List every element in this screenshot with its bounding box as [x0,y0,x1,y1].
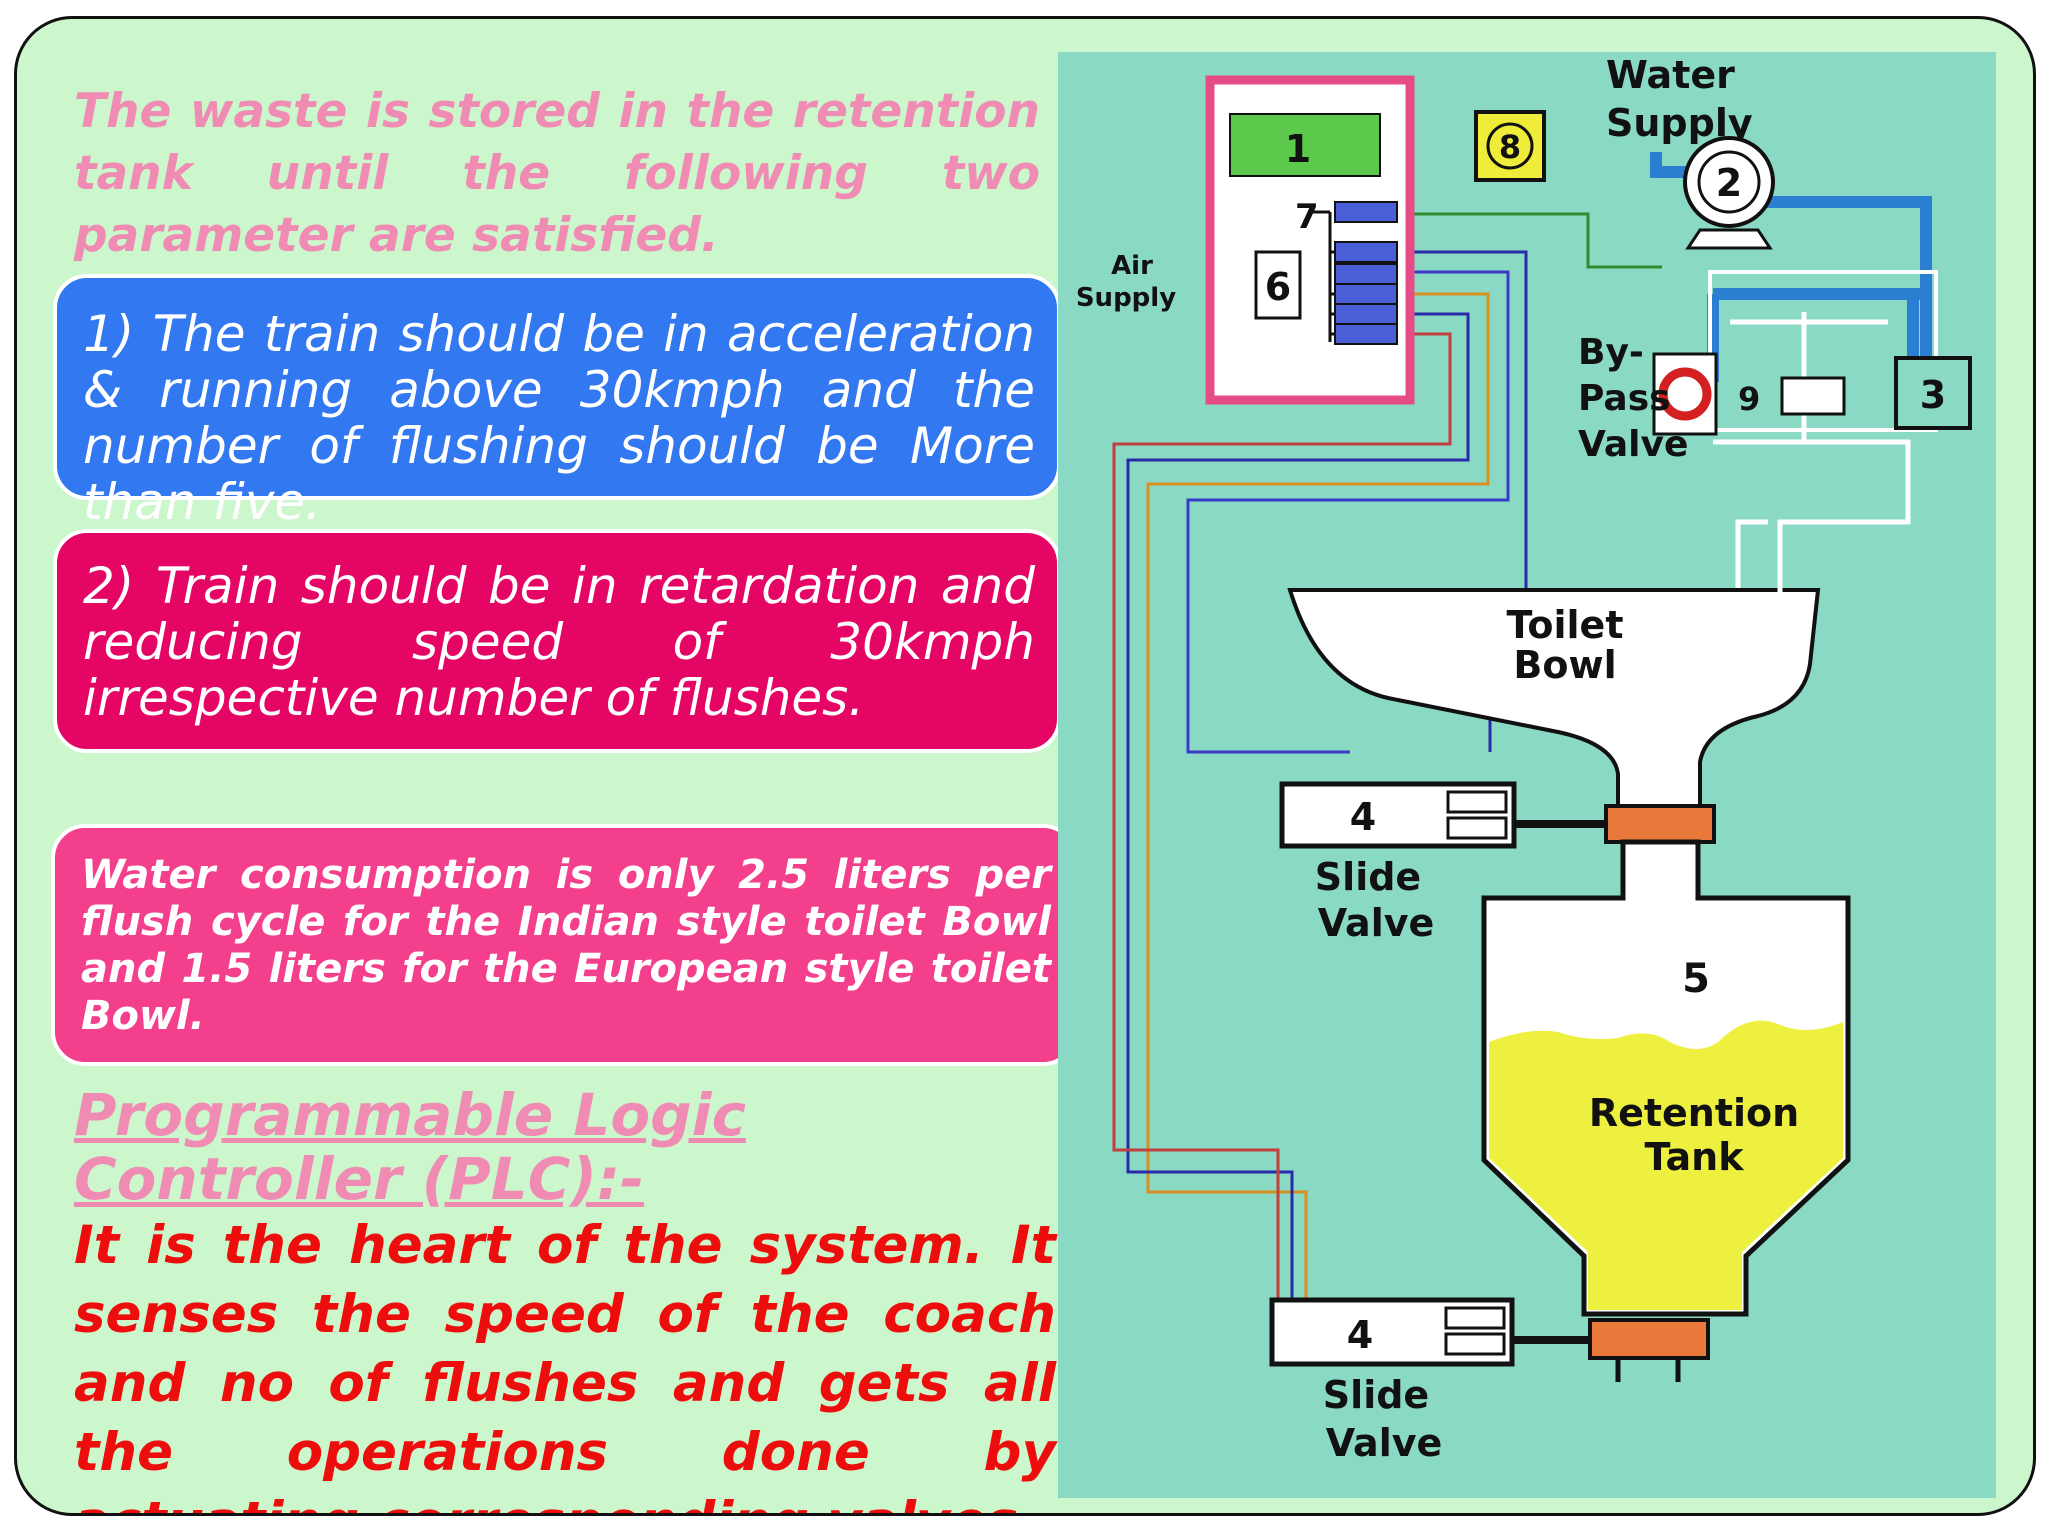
label-1: 1 [1285,127,1311,171]
bypass-label-line1: By- [1578,332,1644,373]
lower-slide-valve-port-a [1444,1306,1506,1330]
retention-tank-waste [1489,1020,1843,1310]
air-supply-label-line2: Supply [1076,283,1176,313]
label-6: 6 [1265,265,1291,309]
label-3: 3 [1920,373,1946,417]
label-7: 7 [1295,197,1319,237]
lower-slide-valve-port-b [1444,1332,1506,1356]
lower-slide-valve-label-line2: Valve [1326,1421,1443,1465]
relay-taps [1330,250,1335,336]
toilet-bowl-label-line2: Bowl [1513,643,1616,687]
air-supply-label-line1: Air [1111,251,1153,281]
condition-acceleration-box: 1) The train should be in acceleration &… [53,274,1061,530]
retention-tank-label-line2: Tank [1645,1135,1745,1179]
bypass-frame [1708,270,1938,432]
component-3-box [1894,356,1972,430]
upper-slide-valve-port-b [1446,816,1508,840]
bypass-label-line2: Pass [1578,378,1671,419]
pump-base [1685,228,1773,250]
retention-tank-label-line1: Retention [1589,1091,1799,1135]
bypass-valve-icon [1658,367,1712,421]
label-5: 5 [1682,956,1710,1002]
plc-description: It is the heart of the system. It senses… [74,1215,1056,1513]
component-3-link [1780,376,1846,416]
bio-vacuum-toilet-diagram: 1 7 6 Air Supply 8 Water Supply 2 [1058,52,1996,1498]
air-regulator-box [1254,250,1302,320]
condition-retardation-box: 2) Train should be in retardation and re… [53,529,1061,753]
plc-display [1229,113,1381,177]
lower-slide-valve-label-line1: Slide [1323,1373,1429,1417]
pump-icon [1697,150,1761,214]
toilet-bowl [1287,588,1821,814]
water-consumption-box: Water consumption is only 2.5 liters per… [51,824,1077,1066]
label-2: 2 [1716,161,1742,205]
upper-slide-valve-label-line1: Slide [1315,855,1421,899]
upper-slide-valve-label-line2: Valve [1318,901,1435,945]
flush-pipes [1713,312,1911,652]
label-4-top: 4 [1350,795,1376,839]
component-8-ring [1486,122,1534,170]
plc-heading: Programmable Logic Controller (PLC):- [74,1081,746,1213]
label-9: 9 [1738,380,1760,418]
label-4-bottom: 4 [1347,1313,1373,1357]
bypass-label-line3: Valve [1578,424,1688,465]
toilet-bowl-label-line1: Toilet [1507,603,1624,647]
water-supply-label-line1: Water [1606,53,1735,97]
lower-slide-valve-gate [1588,1318,1710,1360]
upper-slide-valve-port-a [1446,790,1508,814]
intro-text: The waste is stored in the retention tan… [74,84,1040,263]
label-8: 8 [1499,128,1521,166]
diagram-svg: 1 7 6 Air Supply 8 Water Supply 2 [1058,52,1996,1498]
upper-slide-valve-gate [1604,804,1716,844]
